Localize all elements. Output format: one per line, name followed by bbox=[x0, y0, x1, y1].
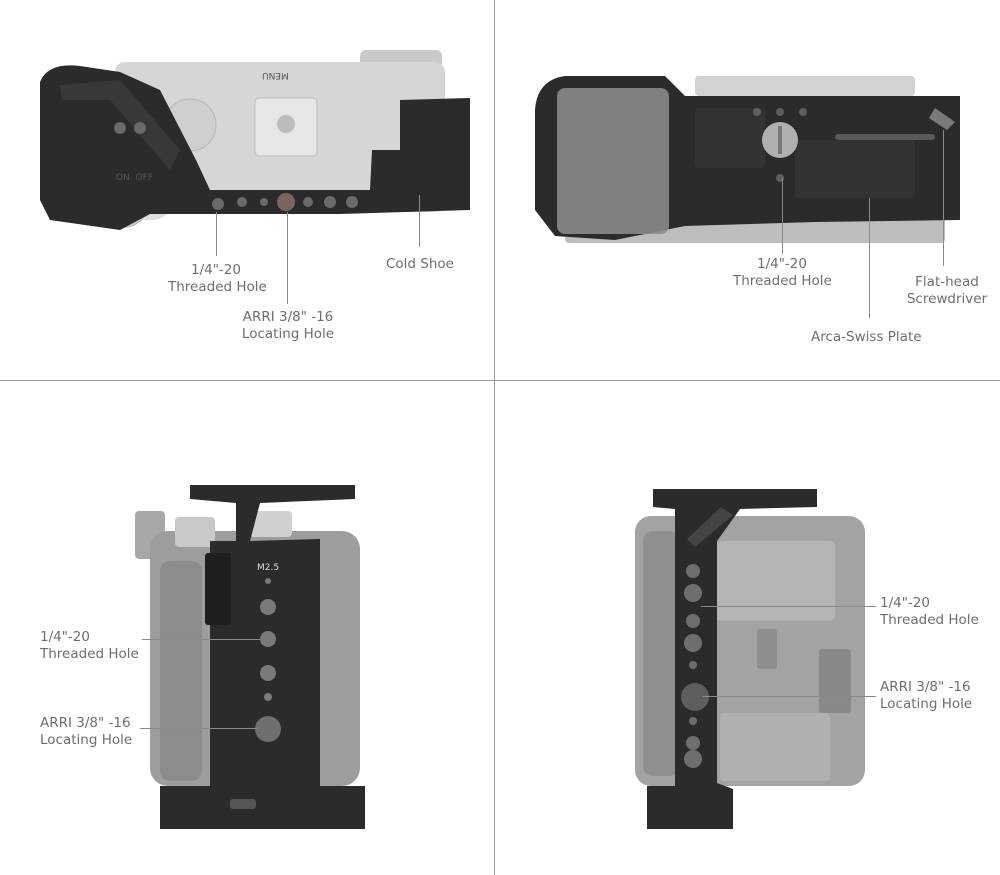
callout-threaded-hole: 1/4"-20 Threaded Hole bbox=[880, 595, 979, 628]
leader-threaded-hole-br bbox=[701, 606, 876, 607]
leader-threaded-hole-bl bbox=[142, 639, 260, 640]
callout-screwdriver: Flat-head Screwdriver bbox=[906, 274, 988, 307]
callout-threaded-hole: 1/4"-20 Threaded Hole bbox=[40, 629, 139, 662]
top-view-illustration bbox=[40, 50, 470, 230]
grip-side-illustration bbox=[135, 485, 365, 829]
cage-m25-mark: M2.5 bbox=[257, 563, 280, 573]
leader-locating-hole-bl bbox=[140, 728, 258, 729]
panel-bottom-view: 1/4"-20 Threaded Hole Flat-head Screwdri… bbox=[495, 0, 1000, 380]
leader-locating-hole-br bbox=[703, 696, 876, 697]
camera-onoff-text: ON OFF bbox=[116, 173, 153, 183]
panel-top-view: MENU ON OFF 1/4"-20 Threaded Hole ARRI 3… bbox=[0, 0, 494, 380]
callout-locating-hole: ARRI 3/8" -16 Locating Hole bbox=[40, 715, 133, 748]
callout-arca-plate: Arca-Swiss Plate bbox=[811, 329, 922, 345]
leader-arca-plate bbox=[869, 198, 870, 318]
side-view-illustration bbox=[635, 489, 865, 829]
leader-threaded-hole-tl bbox=[216, 212, 217, 256]
bottom-view-illustration bbox=[535, 76, 960, 243]
callout-locating-hole: ARRI 3/8" -16 Locating Hole bbox=[241, 309, 335, 342]
callout-cold-shoe: Cold Shoe bbox=[386, 256, 454, 272]
camera-menu-text: MENU bbox=[262, 70, 289, 80]
leader-threaded-hole-tr bbox=[782, 178, 783, 254]
horizontal-divider bbox=[0, 380, 1000, 381]
leader-cold-shoe bbox=[419, 195, 420, 247]
callout-threaded-hole: 1/4"-20 Threaded Hole bbox=[733, 256, 832, 289]
vertical-divider bbox=[494, 0, 495, 875]
leader-screwdriver bbox=[943, 130, 944, 266]
panel-grip-side-view: M2.5 1/4"-20 Threaded Hole ARRI 3/8" -16… bbox=[0, 381, 494, 875]
callout-threaded-hole: 1/4"-20 Threaded Hole bbox=[168, 262, 267, 295]
leader-locating-hole-tl bbox=[287, 212, 288, 304]
callout-locating-hole: ARRI 3/8" -16 Locating Hole bbox=[880, 679, 973, 712]
panel-side-view: 1/4"-20 Threaded Hole ARRI 3/8" -16 Loca… bbox=[495, 381, 1000, 875]
